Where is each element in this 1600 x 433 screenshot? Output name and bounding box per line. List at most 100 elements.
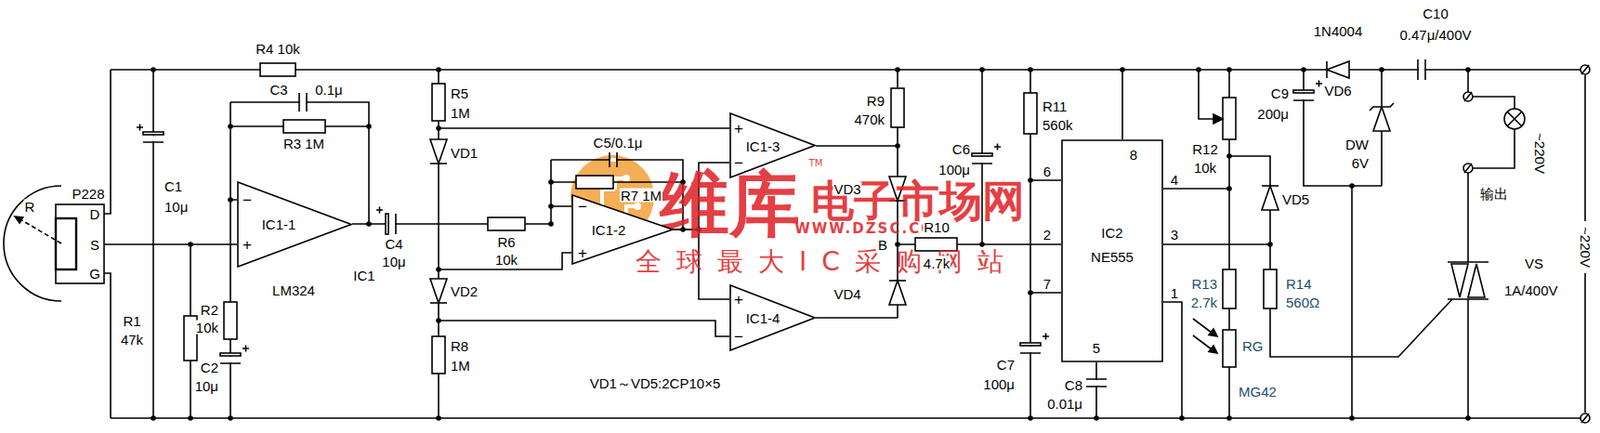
diodes	[430, 61, 1394, 305]
component-label: C8	[1063, 378, 1084, 393]
gap	[1418, 67, 1425, 72]
capacitor-symbol	[136, 124, 164, 144]
pin-number: 5	[1091, 340, 1102, 355]
component-label: R11	[1041, 99, 1068, 114]
capacitor-plate	[971, 153, 993, 157]
junction-dot	[435, 66, 442, 73]
triangle-outline	[730, 285, 815, 351]
junction-dot	[435, 125, 442, 132]
zener-bar	[1369, 103, 1394, 111]
gap	[1094, 380, 1099, 386]
resistor-symbol	[283, 119, 326, 133]
triac-bars	[1447, 262, 1489, 300]
diode-bar	[1261, 184, 1279, 187]
wire	[104, 69, 1586, 419]
component-label: R12	[1191, 142, 1220, 157]
light-arrow-head	[1208, 328, 1218, 337]
light-arrow-head	[1208, 345, 1218, 354]
junction-dot	[1226, 415, 1233, 421]
resistor-symbol	[891, 88, 905, 128]
capacitor-symbol	[1293, 80, 1323, 102]
capacitor-symbol	[220, 345, 250, 365]
component-label: R6	[496, 235, 516, 250]
triangle-outline	[572, 195, 673, 264]
component-value: 10k	[494, 252, 519, 267]
junction-dot	[1027, 415, 1034, 421]
box-outline	[1062, 140, 1163, 362]
capacitor-plate	[1020, 342, 1041, 346]
diode-symbol	[1261, 185, 1279, 210]
arrow-head	[14, 216, 24, 223]
potentiometer-symbol	[1222, 97, 1236, 140]
chip-label: NE555	[1090, 249, 1134, 264]
resistor-symbol	[1222, 269, 1236, 309]
triac-symbol	[1468, 263, 1485, 298]
gap	[151, 135, 156, 142]
junction-dot	[227, 196, 234, 203]
capacitor-symbol	[299, 92, 307, 112]
radius-line	[18, 218, 62, 244]
resistor-symbol	[260, 63, 296, 77]
gap	[980, 157, 984, 163]
junction-dot	[979, 66, 985, 73]
junction-dot	[1267, 241, 1273, 248]
component-value: 10k	[1193, 160, 1218, 175]
component-value: 200μ	[1256, 106, 1290, 121]
component-value: 6V	[1350, 156, 1370, 171]
component-label: C4	[383, 236, 404, 251]
component-label: DW	[1344, 137, 1370, 152]
input-sign: −	[733, 328, 745, 345]
component-label: R10	[922, 220, 951, 235]
junction-dot	[435, 317, 442, 324]
photoresistor-symbol	[1222, 329, 1236, 368]
component-value: 1M	[449, 358, 472, 373]
triangle-outline	[730, 113, 815, 178]
pin-label: D	[89, 207, 102, 222]
resistor-symbol	[487, 217, 525, 231]
diode-symbol	[1326, 61, 1350, 79]
junction-dot	[548, 203, 554, 210]
voltage-label: ~220V	[1578, 225, 1593, 269]
capacitor-symbol	[609, 152, 617, 168]
node-label: B	[877, 237, 889, 252]
triangle-outline	[237, 182, 352, 267]
pin-number: 6	[1042, 164, 1052, 179]
junction-dot	[1226, 66, 1233, 73]
diode-bar	[430, 162, 447, 165]
terminal-slash	[1464, 65, 1589, 423]
component-value: 100μ	[937, 162, 971, 177]
junction-dot	[1093, 415, 1100, 421]
watermark-text: TM	[808, 158, 825, 169]
resistor-symbol	[1023, 92, 1037, 134]
capacitor-symbol	[1417, 59, 1426, 80]
voltage-label: ~220V	[1533, 131, 1548, 175]
resistors	[183, 63, 1277, 374]
wiper-arrow	[1213, 114, 1223, 124]
junction-dot	[1027, 289, 1034, 296]
lamp-symbol	[1504, 108, 1525, 130]
input-sign: −	[577, 198, 589, 215]
diode-bar	[1325, 61, 1328, 79]
component-label: C2	[199, 360, 220, 375]
junction-dot	[1027, 177, 1034, 184]
component-value: 470k	[852, 112, 886, 127]
triac-symbol	[1451, 263, 1469, 298]
note-text: VD1～VD5:2CP10×5	[589, 376, 722, 391]
component-label: R1	[121, 314, 142, 328]
pin-number: 8	[1128, 147, 1139, 162]
pin-number: 7	[1042, 276, 1052, 291]
ic-chip: IC2NE555	[1061, 139, 1164, 363]
diode-symbol	[430, 278, 447, 303]
junction-dot	[187, 241, 194, 248]
component-label: VD4	[832, 287, 862, 302]
component-label: R8	[449, 339, 470, 354]
junction-dot	[1349, 183, 1355, 189]
component-label: C10	[1421, 6, 1450, 21]
component-label: C3	[268, 82, 289, 97]
sensor-element	[55, 218, 77, 270]
part-number: P228	[70, 186, 105, 201]
junction-dot	[1226, 185, 1233, 192]
chip-label: IC1-4	[746, 311, 781, 326]
capacitors	[136, 59, 1426, 387]
